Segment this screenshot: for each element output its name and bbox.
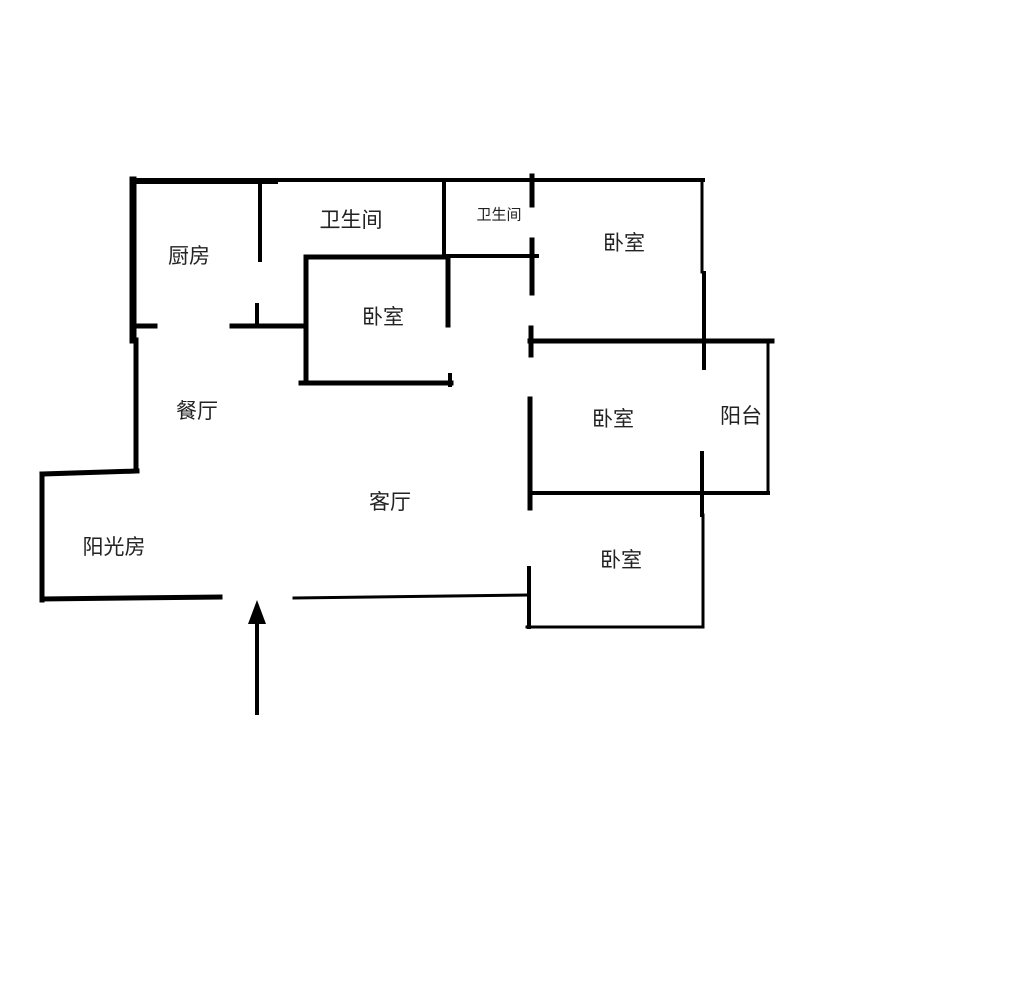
room-label-balcony: 阳台 — [720, 404, 762, 428]
room-label-sunroom: 阳光房 — [82, 535, 146, 559]
room-label-living-room: 客厅 — [369, 490, 411, 514]
wall — [39, 594, 223, 602]
wall — [292, 593, 530, 600]
room-label-bedroom-small: 卧室 — [362, 305, 404, 329]
room-label-bedroom-top-right: 卧室 — [603, 231, 645, 255]
room-label-kitchen: 厨房 — [168, 244, 210, 268]
room-label-bathroom-main: 卫生间 — [319, 208, 383, 232]
room-label-bedroom-bottom-right: 卧室 — [600, 548, 642, 572]
room-label-dining-room: 餐厅 — [176, 399, 218, 423]
room-label-bedroom-middle-right: 卧室 — [592, 407, 634, 431]
room-label-bathroom-small: 卫生间 — [476, 205, 522, 224]
arrow-up-icon — [248, 600, 266, 624]
wall — [39, 468, 140, 477]
